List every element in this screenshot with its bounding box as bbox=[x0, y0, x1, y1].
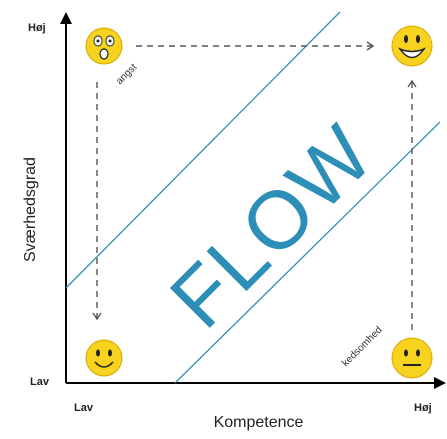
neutral-face-icon bbox=[391, 337, 433, 379]
x-axis-title: Kompetence bbox=[213, 414, 304, 431]
y-low-label: Lav bbox=[30, 376, 49, 388]
x-low-label: Lav bbox=[74, 402, 93, 414]
y-axis-title: Sværhedsgrad bbox=[22, 157, 39, 262]
flow-band-lower-line bbox=[174, 121, 441, 384]
x-high-label: Høj bbox=[414, 402, 432, 414]
y-high-label: Høj bbox=[28, 22, 46, 34]
big-smile-face-icon bbox=[391, 25, 433, 67]
scared-face-icon bbox=[85, 27, 123, 65]
smile-face-icon bbox=[85, 339, 123, 377]
flow-band-upper-line bbox=[65, 11, 341, 289]
